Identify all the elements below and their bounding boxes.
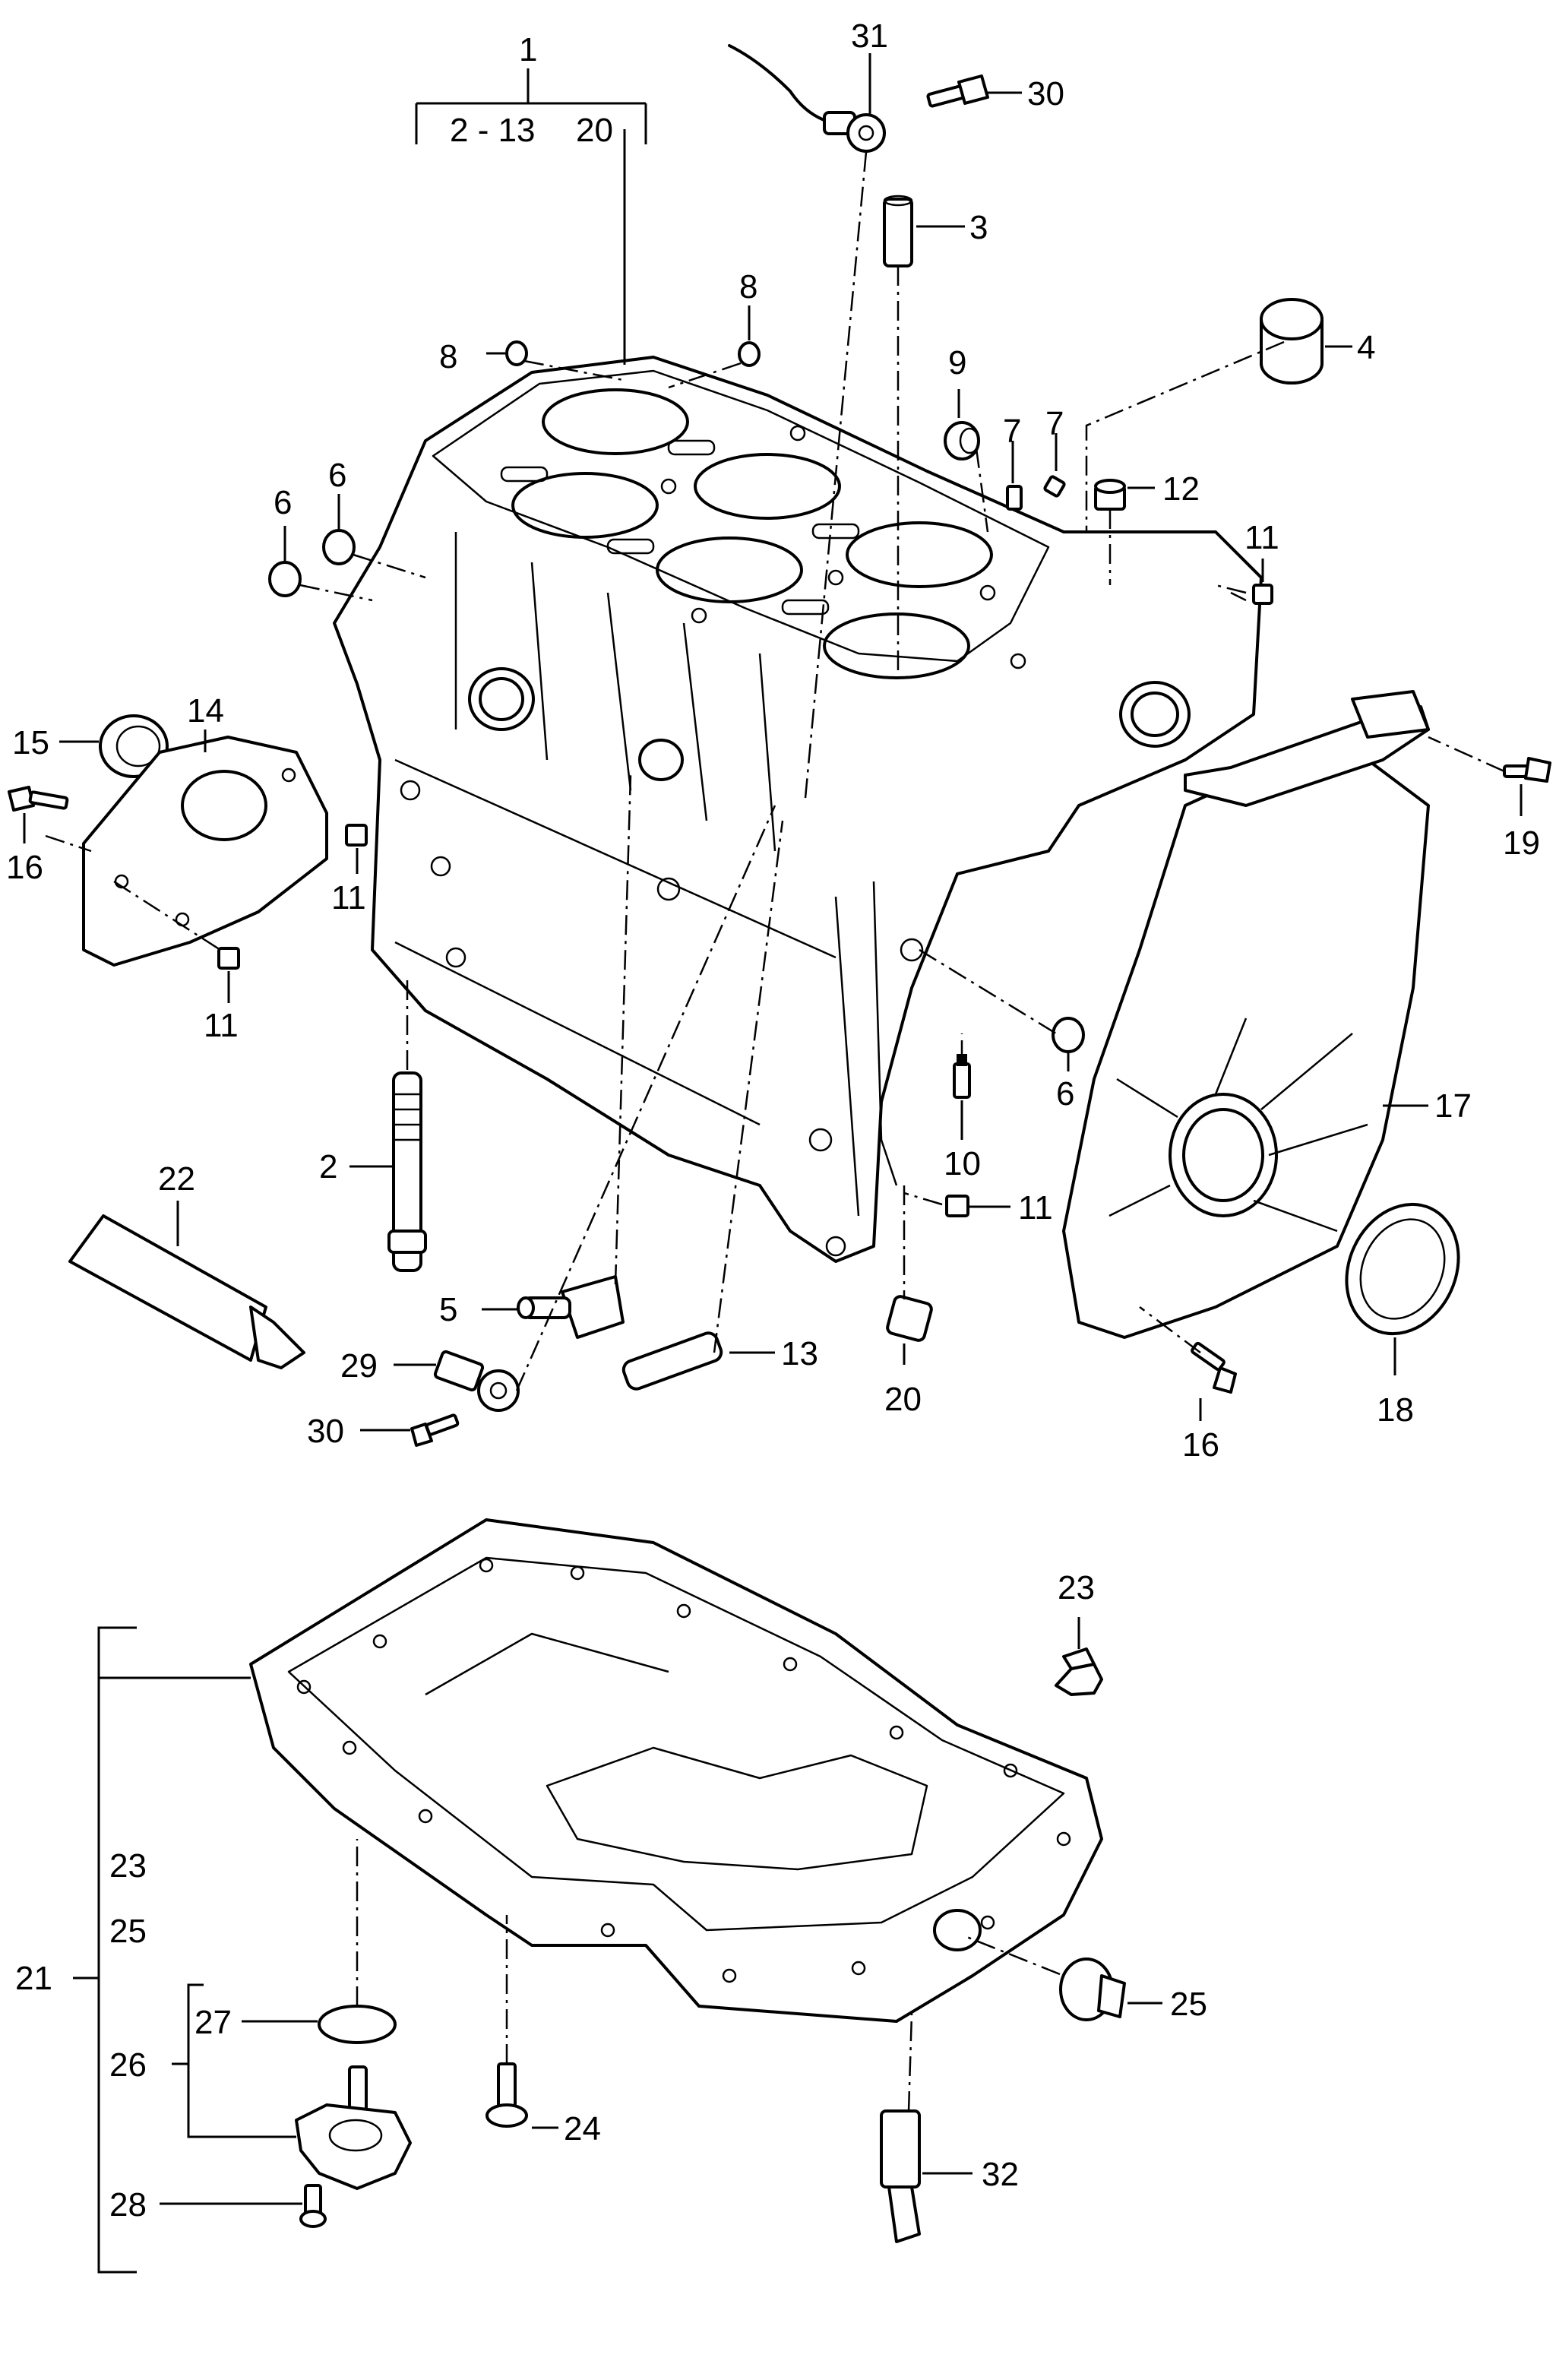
housing-arm	[1184, 690, 1430, 807]
callout-15: 15	[12, 724, 49, 761]
plug-25	[1059, 1957, 1126, 2021]
callout-7-right: 7	[1045, 405, 1064, 442]
callout-10: 10	[944, 1145, 981, 1182]
deck-holes	[500, 425, 1026, 669]
housing-ribs	[1108, 1018, 1368, 1233]
callout-29: 29	[340, 1347, 378, 1385]
callout-12: 12	[1162, 470, 1200, 508]
plug-8-right	[738, 341, 761, 367]
oil-level-sensor	[295, 2065, 412, 2190]
pin-7-right	[1043, 475, 1066, 498]
pin-11-cover-upper	[345, 824, 368, 847]
callout-22: 22	[158, 1160, 195, 1198]
plug-6-front	[1052, 1017, 1085, 1053]
bolt-16-right	[1191, 1341, 1237, 1394]
bolt-19	[1503, 757, 1551, 783]
callout-32: 32	[982, 2156, 1019, 2193]
plug-8-left	[505, 340, 528, 366]
knock-sensor-upper	[728, 44, 886, 153]
plug-9	[944, 421, 980, 460]
callout-28: 28	[109, 2186, 147, 2223]
callout-6-upper: 6	[328, 457, 346, 494]
block-side-ribs	[394, 532, 860, 1217]
callout-7-left: 7	[1003, 413, 1021, 450]
sealant-tube-22	[68, 1214, 305, 1369]
callout-2-13: 2 - 13	[450, 112, 536, 149]
drain-plug-23	[1055, 1647, 1103, 1696]
callout-31: 31	[851, 17, 888, 55]
callout-labels: 1 2 - 13 20 31 30 3 8 8 4 9 7 7 12 6 6 1…	[6, 17, 1540, 2223]
pan-flange-holes	[296, 1558, 1071, 1983]
callout-13: 13	[781, 1335, 818, 1372]
callout-16-right: 16	[1182, 1426, 1219, 1464]
bolt-24	[485, 2062, 528, 2128]
callout-24: 24	[564, 2110, 601, 2147]
cylinder-bores	[511, 388, 993, 679]
callout-30-lower: 30	[307, 1413, 344, 1450]
callout-17: 17	[1434, 1087, 1472, 1125]
callout-2: 2	[319, 1148, 337, 1185]
knock-sensor-29	[433, 1350, 520, 1412]
bolt-16-left	[8, 786, 69, 812]
bush-20	[886, 1295, 933, 1342]
pin-10	[953, 1054, 971, 1099]
stud-2	[387, 1071, 427, 1272]
callout-6-front: 6	[1056, 1075, 1074, 1112]
callout-27: 27	[194, 2004, 232, 2041]
bolt-30-top	[926, 74, 989, 108]
callout-11-right: 11	[1244, 519, 1279, 556]
callout-11-cover-upper: 11	[331, 879, 366, 916]
callout-23-sub: 23	[109, 1847, 147, 1885]
leader-lines	[23, 53, 1523, 2274]
callout-25: 25	[1170, 1986, 1207, 2023]
callout-5: 5	[439, 1291, 457, 1328]
callout-30-top: 30	[1027, 75, 1064, 112]
callout-26: 26	[109, 2046, 147, 2084]
side-bosses	[400, 780, 924, 1257]
callout-20: 20	[884, 1381, 922, 1418]
callout-1: 1	[519, 31, 537, 68]
o-ring-27	[318, 2005, 397, 2044]
callout-8-right: 8	[739, 268, 757, 305]
callout-20-top: 20	[576, 112, 613, 149]
callout-16-left: 16	[6, 849, 43, 886]
housing-17	[1062, 758, 1430, 1339]
sleeve-13	[621, 1331, 723, 1391]
callout-11-front: 11	[1018, 1189, 1053, 1226]
callout-23: 23	[1058, 1569, 1095, 1606]
callout-25-sub: 25	[109, 1913, 147, 1950]
callout-11-cover-lower: 11	[204, 1007, 239, 1044]
callout-21: 21	[15, 1960, 52, 1997]
bolt-30-lower	[410, 1413, 460, 1447]
seal-18	[1345, 1202, 1460, 1336]
callout-4: 4	[1357, 329, 1375, 366]
sleeve-3	[883, 195, 913, 267]
plug-6-lower	[268, 561, 302, 597]
bush-12	[1094, 479, 1126, 511]
callout-8-left: 8	[439, 338, 457, 375]
cap-4	[1260, 298, 1324, 385]
screw-28	[299, 2184, 327, 2228]
sensor-32	[880, 2109, 921, 2243]
alignment-lines	[45, 151, 1505, 2112]
callout-3: 3	[969, 209, 988, 246]
callout-19: 19	[1503, 824, 1540, 862]
pin-7-left	[1006, 485, 1023, 511]
oil-pan	[249, 1518, 1103, 2023]
pickup-5	[517, 1275, 625, 1339]
callout-18: 18	[1377, 1391, 1414, 1429]
pin-11-right	[1252, 584, 1273, 605]
callout-6-lower: 6	[274, 484, 292, 521]
pin-11-cover-lower	[217, 947, 240, 970]
callout-14: 14	[187, 692, 224, 730]
pin-11-front	[945, 1195, 969, 1217]
callout-9: 9	[948, 344, 966, 381]
plug-6-upper	[322, 529, 356, 565]
engine-block	[333, 356, 1263, 1263]
